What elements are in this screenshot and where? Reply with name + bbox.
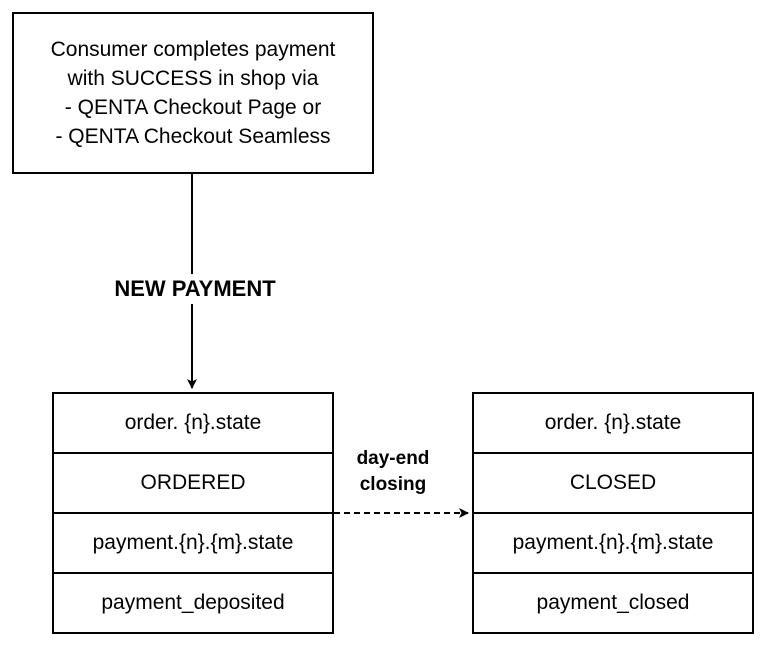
day-end-label-line-2: closing [359, 474, 427, 495]
order-state-header: order. {n}.state [54, 394, 332, 454]
ordered-state-table: order. {n}.state ORDERED payment.{n}.{m}… [52, 392, 334, 634]
start-text-line-3: - QENTA Checkout Page or [64, 96, 322, 119]
day-end-label-line-1: day-end [356, 448, 430, 469]
payment-state-value: payment_deposited [101, 591, 285, 614]
payment-state-header: payment.{n}.{m}.state [54, 514, 332, 574]
order-state-value: CLOSED [474, 454, 752, 514]
closed-state-table: order. {n}.state CLOSED payment.{n}.{m}.… [472, 392, 754, 634]
start-text-line-2: with SUCCESS in shop via [67, 67, 319, 90]
payment-state-value: payment_closed [536, 591, 690, 614]
order-state-value: ORDERED [54, 454, 332, 514]
day-end-closing-label: day-end closing [340, 446, 446, 498]
start-text-line-4: - QENTA Checkout Seamless [55, 125, 331, 148]
order-state-header: order. {n}.state [474, 394, 752, 454]
start-text-line-1: Consumer completes payment [50, 38, 336, 61]
payment-state-header: payment.{n}.{m}.state [474, 514, 752, 574]
start-event-box: Consumer completes payment with SUCCESS … [12, 12, 374, 174]
new-payment-label: NEW PAYMENT [100, 274, 290, 304]
